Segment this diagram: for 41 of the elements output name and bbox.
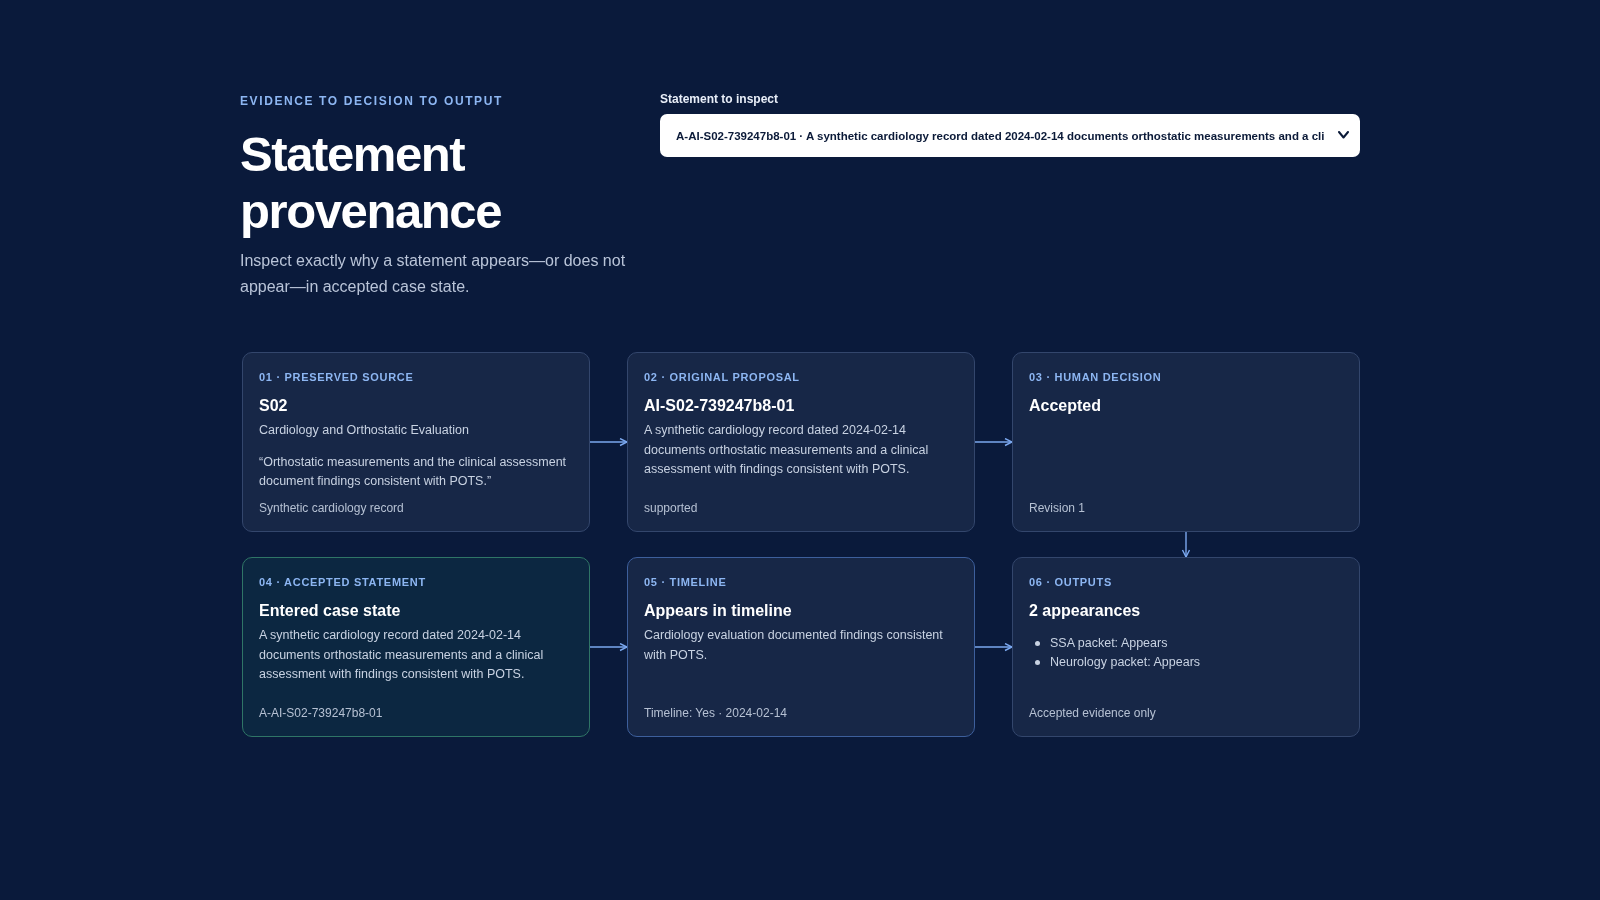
- statement-select: A-AI-S02-739247b8-01 · A synthetic cardiology record dated 2024-02-14 documents orthostatic measurements and a cli: [660, 114, 1360, 157]
- step-card: [627, 352, 975, 532]
- card-title: Entered case state: [259, 601, 401, 621]
- page-title: Statement provenance: [240, 126, 503, 240]
- card-footnote: Revision 1: [1029, 500, 1086, 517]
- step-label: 02 · ORIGINAL PROPOSAL: [644, 370, 800, 384]
- card-footnote: Accepted evidence only: [1029, 705, 1156, 722]
- arrow: [974, 437, 1013, 447]
- step-label: 03 · HUMAN DECISION: [1029, 370, 1162, 384]
- card-footnote: Timeline: Yes · 2024-02-14: [644, 705, 787, 722]
- page-subtitle: Inspect exactly why a statement appears—or does not appear—in accepted case state.: [240, 251, 627, 297]
- arrow: [1181, 531, 1191, 558]
- step-card: [1012, 557, 1360, 737]
- arrow: [589, 642, 628, 652]
- card-title: S02: [259, 396, 288, 416]
- card-text: A synthetic cardiology record dated 2024-02-14 documents orthostatic measurements and a clinical assessment with findings consistent with POTS.: [644, 422, 930, 478]
- step-label: 04 · ACCEPTED STATEMENT: [259, 575, 426, 589]
- section-eyebrow: EVIDENCE TO DECISION TO OUTPUT: [240, 94, 503, 108]
- card-text: Cardiology and Orthostatic Evaluation: [259, 422, 470, 439]
- card-title: Accepted: [1029, 396, 1102, 416]
- card-text: Cardiology evaluation documented findings consistent with POTS.: [644, 627, 944, 664]
- card-footnote: Synthetic cardiology record: [259, 500, 404, 517]
- card-text: A synthetic cardiology record dated 2024-02-14 documents orthostatic measurements and a clinical assessment with findings consistent with POTS.: [259, 627, 545, 683]
- step-label: 06 · OUTPUTS: [1029, 575, 1112, 589]
- output-entry: SSA packet: Appears: [1050, 635, 1168, 652]
- source-quote: “Orthostatic measurements and the clinical assessment document findings consistent with POTS.”: [259, 453, 568, 490]
- arrow: [974, 642, 1013, 652]
- card-footnote: supported: [644, 500, 698, 517]
- card-title: 2 appearances: [1029, 601, 1141, 621]
- step-card: [242, 352, 590, 532]
- card-title: AI-S02-739247b8-01: [644, 396, 795, 416]
- field-label: Statement to inspect: [660, 92, 779, 106]
- step-label: 01 · PRESERVED SOURCE: [259, 370, 414, 384]
- card-title: Appears in timeline: [644, 601, 792, 621]
- card-footnote: A-AI-S02-739247b8-01: [259, 705, 383, 722]
- arrow: [589, 437, 628, 447]
- output-entry: Neurology packet: Appears: [1050, 654, 1201, 671]
- step-card: [1012, 352, 1360, 532]
- step-card: [627, 557, 975, 737]
- step-card: [242, 557, 590, 737]
- step-label: 05 · TIMELINE: [644, 575, 727, 589]
